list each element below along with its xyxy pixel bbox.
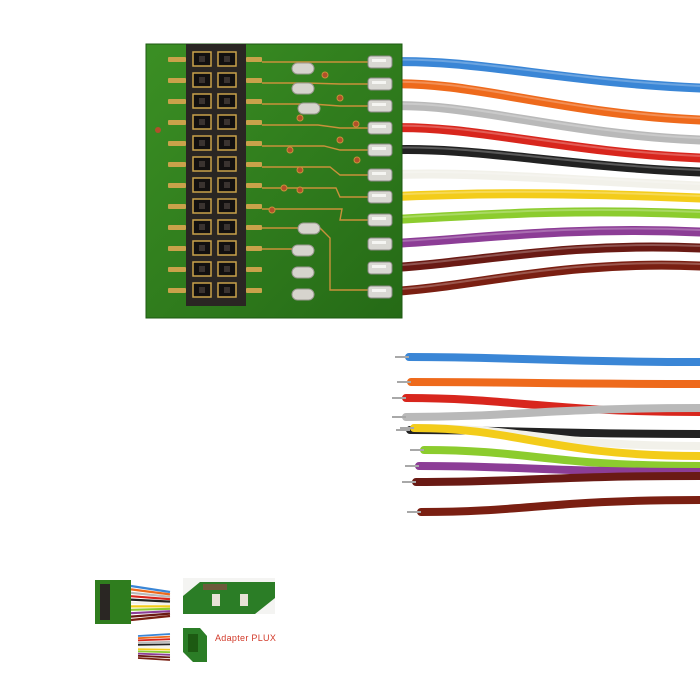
oval-pad [291,244,315,257]
via [280,184,288,192]
via [336,136,344,144]
pin-pad [168,78,186,83]
oval-pad [291,62,315,75]
pin-pad [246,120,262,125]
loose-wire [407,378,700,388]
attached-wire [380,57,700,93]
oval-pad [291,266,315,279]
trace [262,103,372,107]
adapter-board [145,43,403,319]
thumb-loose-wire [137,638,171,642]
attached-wire [380,101,700,145]
trace [262,124,372,129]
attached-wire [380,169,700,191]
pin-pad [168,183,186,188]
pin-pad [246,246,262,251]
thumb-wire [130,601,171,606]
loose-wire [405,353,700,366]
loose-wire [415,462,700,476]
via [353,156,361,164]
thumb-loose-wire [137,654,171,659]
pin-pad [168,141,186,146]
thumb-wire [130,584,171,594]
pin-pad [168,120,186,125]
thumb-wire [130,612,171,618]
thumb-loose-wire [137,650,171,654]
via [296,186,304,194]
pin-pad [246,183,262,188]
pin-pad [168,57,186,62]
thumb-loose-wire [137,633,171,637]
loose-wire [402,404,700,421]
thumbnail-board[interactable] [95,580,171,624]
thumbnail-adapter-plux[interactable] [183,578,275,662]
pin-pad [246,78,262,83]
pin-pad [246,267,262,272]
oval-solder-pads [291,62,321,301]
thumb-wire [130,591,171,598]
trace [262,166,372,176]
thumb-wire [130,607,171,611]
pin-pad [246,204,262,209]
loose-wire [417,496,700,516]
pin-pad [168,99,186,104]
pin-pad [168,288,186,293]
pin-pad [168,225,186,230]
pin-pad [168,246,186,251]
pin-pad [246,99,262,104]
thumb-wire [130,588,171,596]
attached-wire [380,189,700,203]
pin-pad [168,204,186,209]
oval-pad [297,102,321,115]
via [296,166,304,174]
via [321,71,329,79]
oval-pad [291,82,315,95]
thumb-loose-wire [137,640,171,644]
pin-header-connector [186,44,246,306]
loose-wire-bundle [392,353,700,516]
via [268,206,276,214]
attached-wire-harness [380,57,700,297]
oval-pad [291,288,315,301]
via [352,120,360,128]
loose-wire [412,472,700,486]
via [155,127,161,133]
thumb-loose-wire [137,657,171,661]
trace [262,208,372,221]
trace [262,145,372,151]
attached-wire [380,207,700,225]
thumb-loose-wire [137,635,171,640]
thumb-wire [130,598,171,603]
thumb-wire [130,595,171,601]
via [336,94,344,102]
pin-pad [246,141,262,146]
pin-pad [168,162,186,167]
attached-wire [380,79,700,125]
copper-traces [262,61,372,291]
attached-wire [380,226,700,249]
pin-pad [246,57,262,62]
via [296,114,304,122]
thumbnail-caption: Adapter PLUX [215,633,277,643]
thumb-wire [130,614,171,622]
attached-wire [380,123,700,163]
via [286,146,294,154]
attached-wire [380,242,700,273]
oval-pad [297,222,321,235]
attached-wire [380,260,700,297]
pin-pad [246,288,262,293]
left-pin-pads [155,57,262,293]
loose-wire [410,424,700,460]
trace [262,82,372,85]
pin-pad [246,225,262,230]
pin-pad [246,162,262,167]
attached-wire [380,145,700,177]
pin-pad [168,267,186,272]
wire-solder-joints [367,55,393,299]
thumb-loose-wire [137,652,171,656]
thumb-wire [130,610,171,615]
thumbnail-loose-wires[interactable] [137,633,171,661]
loose-wire [420,446,700,470]
